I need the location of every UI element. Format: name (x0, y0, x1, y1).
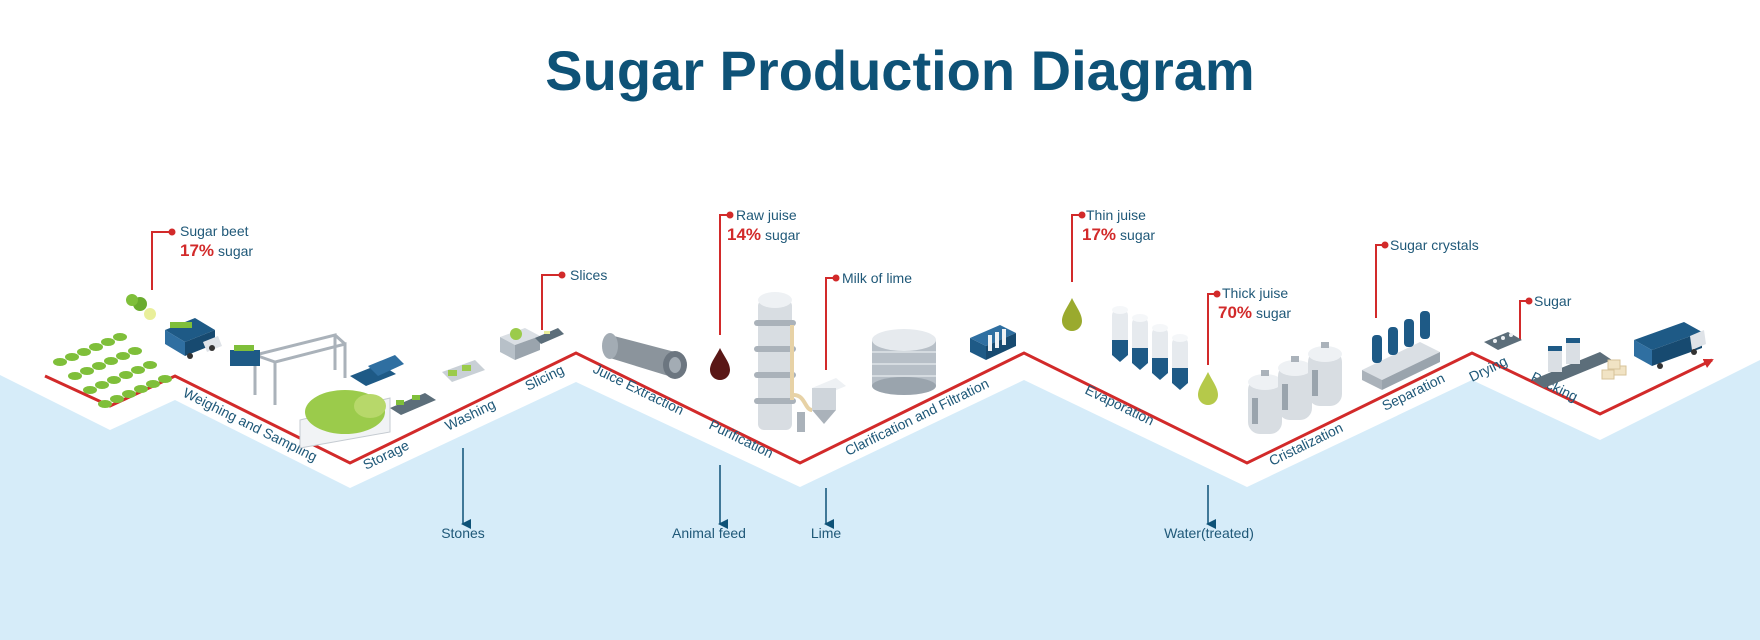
byproduct-animal-feed: Animal feed (672, 525, 746, 541)
svg-text:Sugar beet: Sugar beet (180, 223, 249, 239)
packing-line-icon (1532, 322, 1706, 388)
stage-label: Slicing (522, 361, 566, 393)
svg-text:Sugar crystals: Sugar crystals (1390, 237, 1479, 253)
svg-text:17%sugar: 17%sugar (180, 241, 253, 260)
beet-pile-icon (299, 355, 404, 449)
page-title: Sugar Production Diagram (545, 39, 1255, 102)
background-band (0, 360, 1760, 640)
evaporator-icon (1112, 306, 1188, 390)
svg-text:Milk of lime: Milk of lime (842, 270, 912, 286)
callout-sugar-crystals: Sugar crystals (1390, 237, 1479, 253)
juice-drop-icon (1198, 372, 1218, 405)
byproduct-water-treated: Water(treated) (1164, 525, 1254, 541)
byproduct-arrows (461, 448, 1216, 529)
washer-icon (390, 360, 485, 415)
raw-juice-drop-icon (710, 348, 730, 380)
truck-icon (165, 318, 222, 359)
svg-text:Raw juise: Raw juise (736, 207, 797, 223)
callout-thin-juice: Thin juise 17%sugar (1082, 207, 1155, 244)
sugar-beet-icon (126, 294, 156, 320)
clarifier-tank-icon (872, 329, 936, 395)
callout-slices: Slices (570, 267, 607, 283)
beet-field-icon (53, 333, 172, 408)
gantry-crane-icon (230, 333, 347, 405)
slicer-icon (500, 328, 564, 360)
svg-text:Sugar: Sugar (1534, 293, 1572, 309)
callout-thick-juice: Thick juise 70%sugar (1218, 285, 1291, 322)
svg-text:70%sugar: 70%sugar (1218, 303, 1291, 322)
svg-text:Thick juise: Thick juise (1222, 285, 1288, 301)
juice-drop-icon (1062, 298, 1082, 331)
byproduct-lime: Lime (811, 525, 842, 541)
svg-text:Slices: Slices (570, 267, 607, 283)
callout-dots (168, 211, 1533, 305)
crystallizer-icon (1248, 342, 1342, 434)
stage-label: Drying (1466, 353, 1509, 385)
dryer-icon (1484, 332, 1522, 350)
filter-press-icon (970, 325, 1016, 360)
purification-tower-icon (754, 292, 846, 432)
centrifuge-icon (1362, 311, 1440, 390)
svg-text:Thin juise: Thin juise (1086, 207, 1146, 223)
extraction-drum-icon (602, 333, 687, 379)
svg-text:14%sugar: 14%sugar (727, 225, 800, 244)
byproduct-stones: Stones (441, 525, 485, 541)
callout-raw-juice: Raw juise 14%sugar (727, 207, 800, 244)
callout-leaders (151, 214, 1527, 370)
svg-text:17%sugar: 17%sugar (1082, 225, 1155, 244)
callout-sugar: Sugar (1534, 293, 1572, 309)
callout-sugar-beet: Sugar beet 17%sugar (180, 223, 253, 260)
callout-milk-of-lime: Milk of lime (842, 270, 912, 286)
